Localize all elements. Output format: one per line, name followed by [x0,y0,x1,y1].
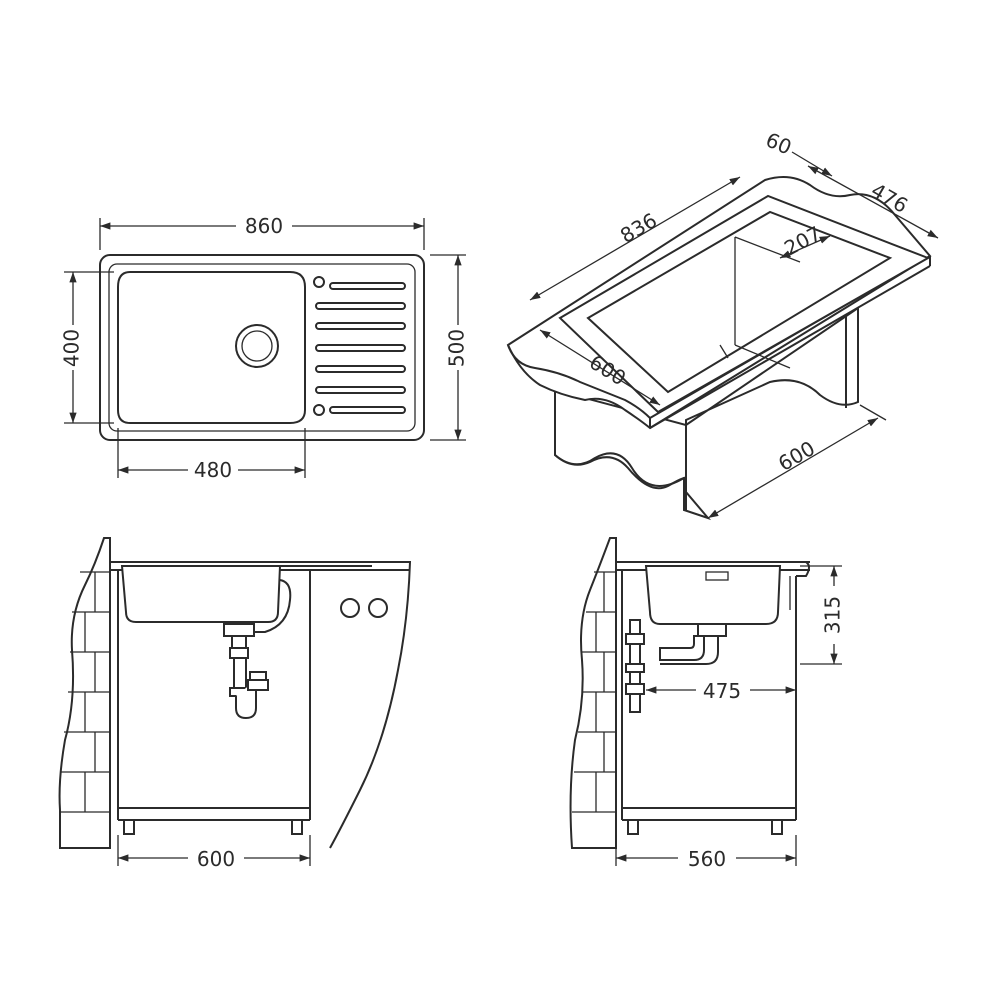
side-section: 315 475 560 [569,537,845,871]
drain-inner [241,330,273,362]
worktop-profile [110,561,412,849]
dim-side-cabinet-depth: 560 [688,847,726,871]
drain-outer [235,324,279,368]
tap-hole-top [313,276,325,288]
dim-bowl-width: 480 [194,458,232,482]
sink-outline [99,254,425,441]
drainer-groove [315,322,406,330]
strainer [223,623,255,637]
bowl [117,271,306,424]
drainer-groove [329,282,406,290]
side-bowl [644,565,782,625]
side-brick-wall [569,537,617,849]
socket-left [340,598,360,618]
foot [291,819,303,835]
sink-inner-rim [108,263,416,432]
cabinet-wave-edge [554,390,685,487]
dim-cabinet-width: 600 [774,436,819,476]
drainer-groove [315,386,406,394]
front-section: 600 [58,537,412,871]
drainer-groove [329,406,406,414]
drainer-groove [315,302,406,310]
dim-bowl-depth: 400 [60,329,84,367]
drainer-groove [315,365,406,373]
brick-lines [60,571,110,813]
cabinet-back [685,306,859,427]
side-strainer [697,623,727,637]
dim-front-cabinet-width: 600 [197,847,235,871]
tap-hole-bottom [313,404,325,416]
drainer-groove [315,344,406,352]
dim-sink-height: 315 [821,596,845,634]
dim-overall-depth: 500 [445,329,469,367]
socket-right [368,598,388,618]
dim-overall-width: 860 [245,214,283,238]
cabinet-perspective: 836 60 476 207 600 600 [506,128,939,521]
dim-drain-distance: 475 [703,679,741,703]
side-foot [627,819,639,835]
side-brick-lines [572,571,616,813]
overflow-hose [252,579,292,633]
side-foot [771,819,783,835]
top-view: 860 500 400 480 [60,214,469,482]
valve [629,619,641,635]
dim-sink-length: 836 [616,208,661,248]
foot [123,819,135,835]
dim-rim-width: 60 [762,128,795,160]
drainer-grooves [315,282,406,414]
front-bowl [120,565,282,623]
overflow-slot [705,571,729,581]
